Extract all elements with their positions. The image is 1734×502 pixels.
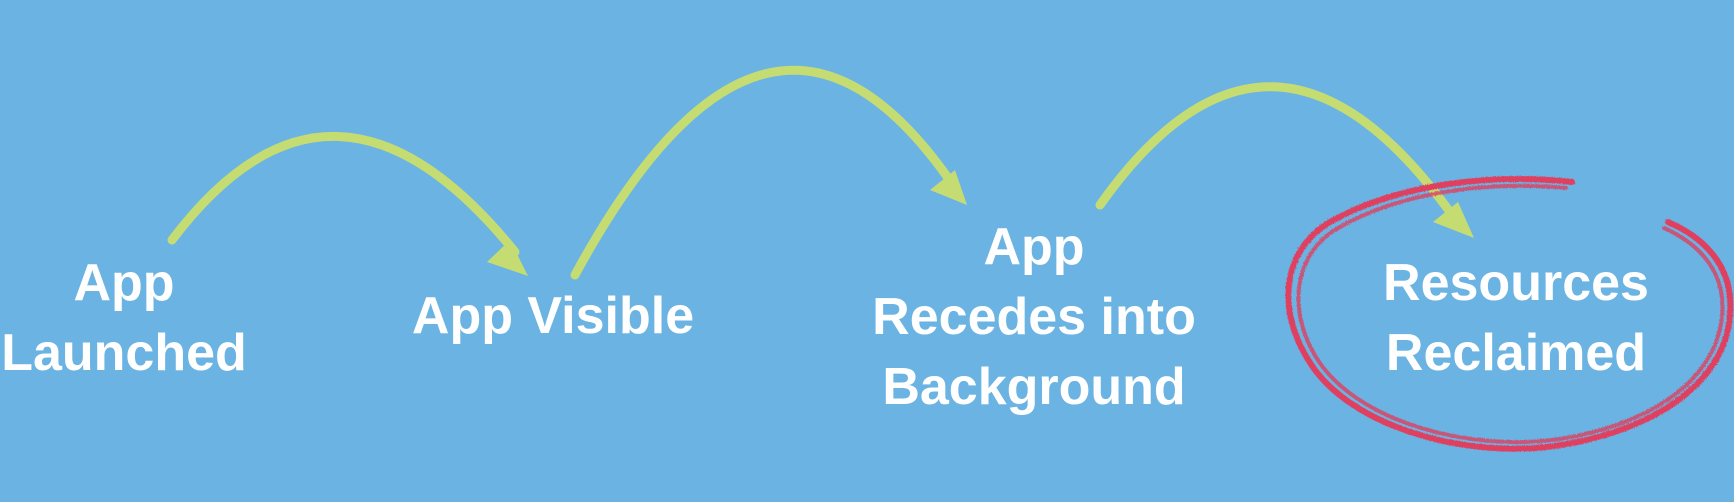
stage-app-visible: App Visible (412, 281, 694, 351)
transition-arrow-launched-to-visible (167, 131, 528, 276)
stage-label-line: App Visible (411, 287, 695, 345)
stage-label-line: Background (882, 358, 1186, 416)
stage-app-recedes-into-background: App Recedes into Background (872, 212, 1196, 422)
stage-label-line: Resources (1383, 254, 1649, 312)
stage-label-line: App (983, 218, 1085, 276)
stage-label-line: Reclaimed (1385, 324, 1647, 382)
highlight-circle (1285, 176, 1734, 452)
stage-label-line: Launched (1, 324, 247, 382)
stage-label-line: Recedes into (872, 288, 1196, 346)
stage-resources-reclaimed: Resources Reclaimed (1383, 248, 1649, 388)
stage-app-launched: App Launched (1, 248, 247, 388)
arrowhead-icon (930, 170, 967, 205)
transition-arrow-visible-to-background (570, 65, 967, 280)
arrowhead-icon (487, 240, 528, 276)
transition-arrow-background-to-reclaimed (1095, 82, 1474, 238)
arrowhead-icon (1433, 202, 1474, 238)
stage-label-line: App (73, 254, 175, 312)
